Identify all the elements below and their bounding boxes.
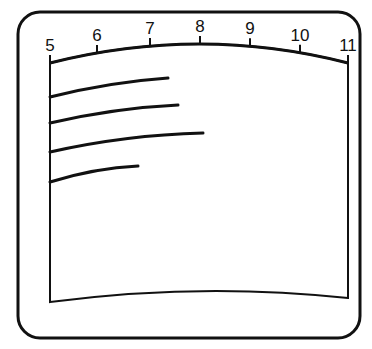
scale-tick: [249, 38, 251, 46]
scale-panel: [50, 44, 348, 302]
scale-tick: [299, 45, 301, 53]
scale-number: 9: [245, 20, 254, 37]
trace-line: [50, 133, 203, 152]
scale-number: 8: [195, 18, 204, 35]
scale-number: 7: [145, 20, 154, 37]
scale-tick: [149, 38, 151, 46]
scale-number: 6: [92, 27, 101, 44]
scale-tick: [96, 45, 98, 53]
scale-tick: [347, 55, 349, 63]
scale-arc: [50, 44, 348, 63]
trace-line: [50, 105, 178, 123]
scale-number: 5: [45, 37, 54, 54]
scale-number: 10: [291, 27, 310, 44]
trace-line: [50, 78, 168, 97]
trace-line: [50, 166, 138, 182]
scale-tick: [199, 36, 201, 44]
scale-number: 11: [339, 37, 357, 54]
outer-frame: [18, 12, 360, 338]
trace-lines: [50, 78, 203, 182]
scale-tick: [49, 55, 51, 63]
